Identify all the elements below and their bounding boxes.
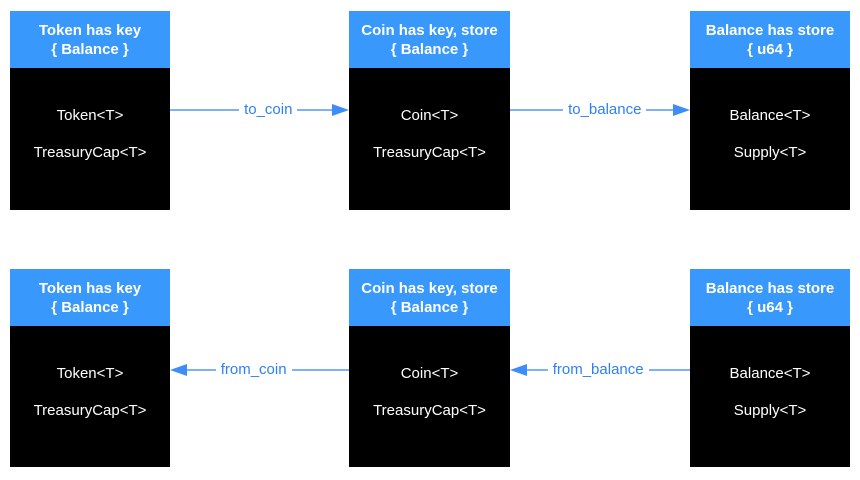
struct-box-coin-bottom: Coin has key, store { Balance } Coin<T> … <box>349 269 510 467</box>
arrow-from-balance: from_balance <box>510 358 690 382</box>
header-line: { Balance } <box>390 298 469 316</box>
struct-box-body: Balance<T> Supply<T> <box>690 326 850 467</box>
struct-item: Balance<T> <box>729 107 811 124</box>
struct-box-body: Coin<T> TreasuryCap<T> <box>349 326 510 467</box>
arrow-line <box>170 109 240 111</box>
struct-box-balance-top: Balance has store { u64 } Balance<T> Sup… <box>690 11 850 210</box>
struct-item: Supply<T> <box>733 401 807 419</box>
arrowhead-right-icon <box>673 104 690 116</box>
arrow-from-coin: from_coin <box>170 358 349 382</box>
header-line: Token has key <box>38 279 142 297</box>
header-line: Coin has key, store <box>361 279 498 297</box>
arrowhead-right-icon <box>332 104 349 116</box>
struct-box-header: Coin has key, store { Balance } <box>349 269 510 326</box>
struct-box-body: Token<T> TreasuryCap<T> <box>10 326 170 467</box>
struct-item: TreasuryCap<T> <box>373 144 486 161</box>
header-line: { u64 } <box>747 298 793 316</box>
struct-item: TreasuryCap<T> <box>33 401 147 419</box>
header-line: { Balance } <box>51 298 129 316</box>
struct-item: Token<T> <box>56 107 124 124</box>
arrow-label: to_coin <box>244 100 293 118</box>
header-line: Coin has key, store <box>361 21 498 39</box>
arrow-line <box>187 369 216 371</box>
header-line: { u64 } <box>747 40 793 58</box>
arrowhead-left-icon <box>170 364 187 376</box>
struct-box-body: Token<T> TreasuryCap<T> <box>10 68 170 210</box>
header-line: Balance has store <box>705 279 835 297</box>
struct-item: Coin<T> <box>400 107 459 124</box>
arrow-label: to_balance <box>568 100 642 118</box>
struct-item: TreasuryCap<T> <box>373 401 486 419</box>
struct-item: Coin<T> <box>400 364 459 382</box>
struct-box-header: Balance has store { u64 } <box>690 269 850 326</box>
struct-item: Token<T> <box>56 364 124 382</box>
arrow-to-balance: to_balance <box>510 98 690 122</box>
arrow-label: from_coin <box>220 360 287 378</box>
header-line: Token has key <box>38 21 142 39</box>
struct-item: TreasuryCap<T> <box>33 144 147 161</box>
arrow-line <box>527 369 548 371</box>
header-line: Balance has store <box>705 21 835 39</box>
struct-box-token-bottom: Token has key { Balance } Token<T> Treas… <box>10 269 170 467</box>
arrow-line <box>646 109 673 111</box>
struct-item: Supply<T> <box>733 144 807 161</box>
struct-box-body: Coin<T> TreasuryCap<T> <box>349 68 510 210</box>
arrow-line <box>510 109 564 111</box>
struct-box-token-top: Token has key { Balance } Token<T> Treas… <box>10 11 170 210</box>
struct-box-balance-bottom: Balance has store { u64 } Balance<T> Sup… <box>690 269 850 467</box>
struct-box-header: Token has key { Balance } <box>10 11 170 68</box>
arrow-to-coin: to_coin <box>170 98 349 122</box>
header-line: { Balance } <box>390 40 469 58</box>
arrow-line <box>648 369 690 371</box>
struct-box-coin-top: Coin has key, store { Balance } Coin<T> … <box>349 11 510 210</box>
struct-box-header: Token has key { Balance } <box>10 269 170 326</box>
arrow-line <box>291 369 349 371</box>
struct-item: Balance<T> <box>729 364 811 382</box>
arrowhead-left-icon <box>510 364 527 376</box>
header-line: { Balance } <box>51 40 129 58</box>
struct-box-header: Balance has store { u64 } <box>690 11 850 68</box>
arrow-label: from_balance <box>552 360 644 378</box>
struct-box-header: Coin has key, store { Balance } <box>349 11 510 68</box>
arrow-line <box>297 109 332 111</box>
struct-box-body: Balance<T> Supply<T> <box>690 68 850 210</box>
